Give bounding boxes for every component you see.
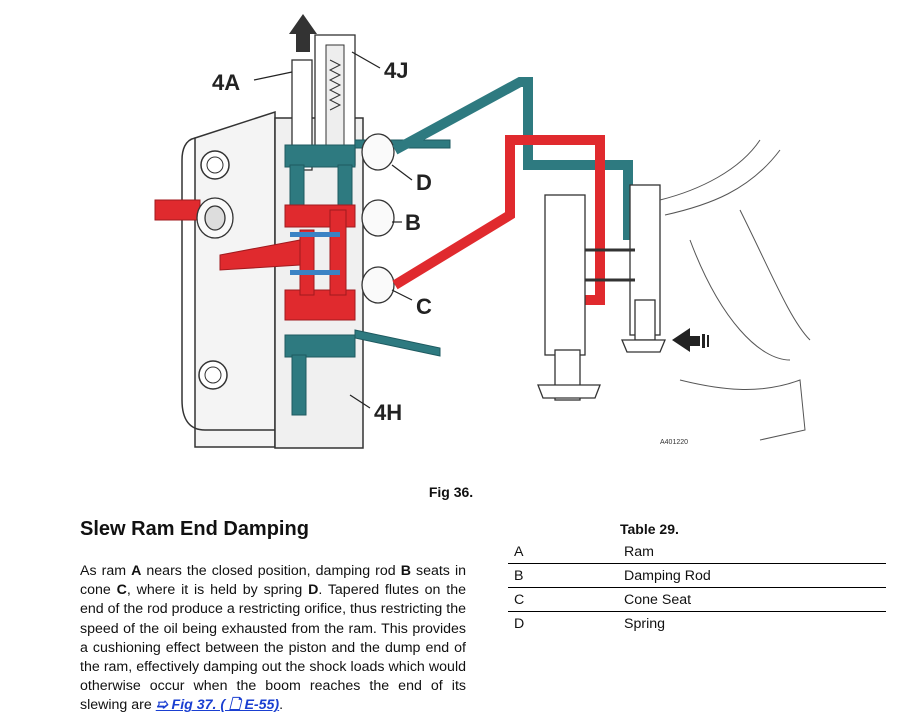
slew-ram (537, 184, 666, 401)
table-row: A Ram (508, 540, 886, 564)
row-key: A (514, 543, 524, 560)
row-value: Ram (624, 543, 654, 560)
image-code: A401220 (660, 439, 688, 446)
body-paragraph: As ram A nears the closed position, damp… (80, 563, 467, 714)
callout-c: C (416, 294, 432, 319)
row-value: Damping Rod (618, 563, 886, 588)
hose-fittings (196, 133, 395, 304)
seal-rings (290, 232, 340, 275)
direction-arrow-icon (672, 328, 709, 352)
row-value: Cone Seat (618, 587, 886, 612)
figure-caption: Fig 36. (428, 484, 474, 500)
table-caption: Table 29. (620, 521, 679, 537)
boom-outline (659, 139, 811, 441)
callout-leaders (253, 51, 413, 409)
row-key: C (508, 587, 618, 612)
section-heading: Slew Ram End Damping (80, 518, 309, 540)
up-arrow-icon (289, 14, 317, 52)
valve-diagram: 4A 4J D B C 4H A401220 (154, 14, 811, 449)
callout-d: D (416, 170, 432, 195)
row-key: D (508, 611, 618, 635)
pressure-oil-galleries (154, 199, 356, 321)
callout-4h: 4H (374, 400, 402, 425)
row-value: Spring (618, 611, 886, 635)
callout-4a: 4A (212, 70, 240, 95)
hydraulic-lines (392, 77, 633, 305)
callout-b: B (405, 210, 421, 235)
valve-body (181, 110, 364, 449)
callout-4j: 4J (384, 58, 408, 83)
fig37-link[interactable]: ➯ Fig 37. ( 🗋 E-55) (155, 697, 280, 714)
row-key: B (508, 563, 618, 588)
